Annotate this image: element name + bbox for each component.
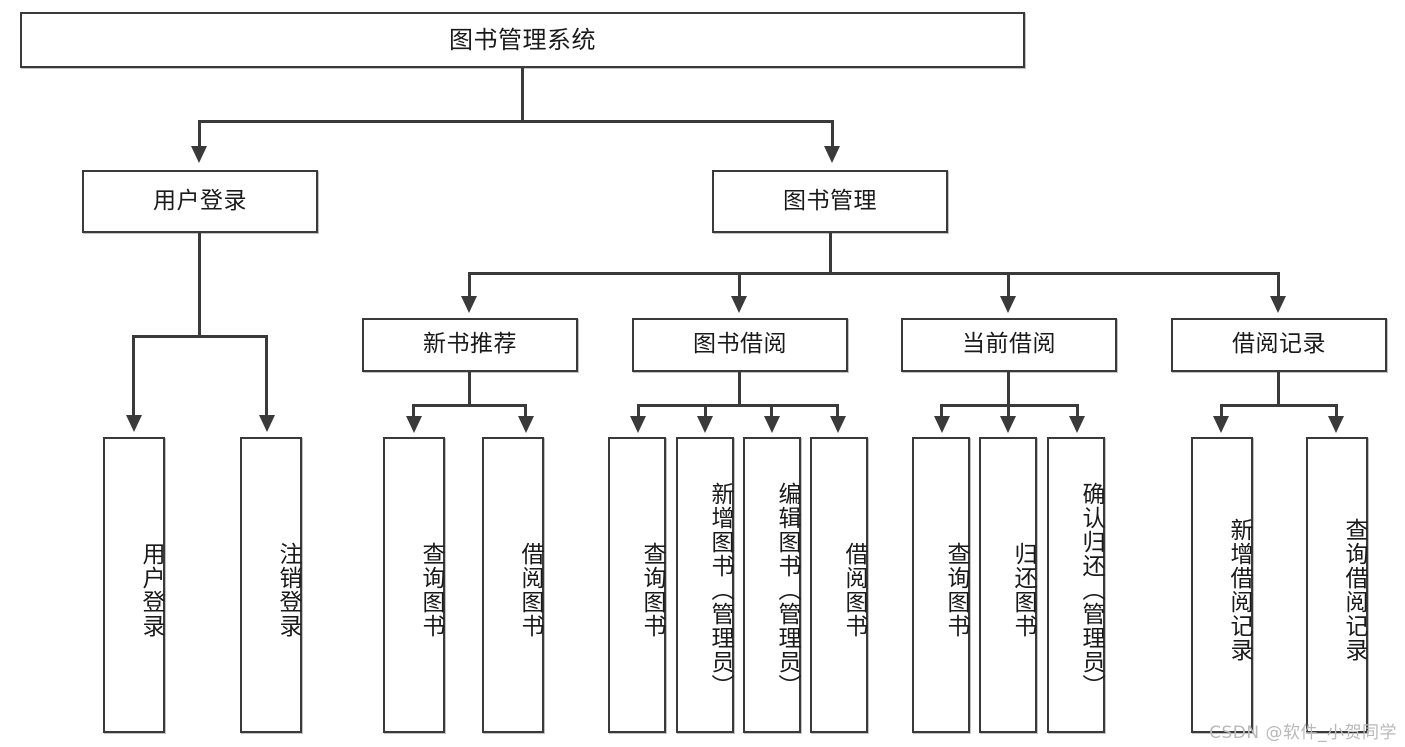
arrow-to-book-manage — [824, 146, 840, 163]
arrow-to-leaf-cur-return — [1000, 416, 1016, 433]
edge-user-login-stem — [198, 233, 201, 337]
arrow-to-leaf-rec-borrow — [518, 416, 534, 433]
edge-user-login-bus — [132, 335, 268, 338]
node-label: 新书推荐 — [423, 331, 517, 358]
node-borrow-record[interactable]: 借阅记录 — [1171, 318, 1387, 372]
arrow-to-leaf-borrow-edit — [764, 416, 780, 433]
leaf-node-borrow-edit-book-admin[interactable]: 编辑图书（管理员） — [743, 437, 801, 733]
arrow-to-leaf-cur-query — [934, 416, 950, 433]
node-label: 归还图书 — [1010, 542, 1036, 638]
node-label: 查询借阅记录 — [1341, 518, 1367, 662]
edge-cb-stem — [1007, 372, 1010, 406]
edge-bb-leg-3 — [770, 404, 773, 418]
arrow-to-current-borrow — [1000, 296, 1016, 313]
arrow-to-leaf-rec-query-record — [1328, 416, 1344, 433]
leaf-node-current-confirm-return-admin[interactable]: 确认归还（管理员） — [1047, 437, 1105, 733]
arrow-to-borrow-record — [1270, 296, 1286, 313]
edge-book-manage-bus — [468, 272, 1280, 275]
edge-bb-stem — [738, 372, 741, 406]
arrow-to-leaf-rec-add — [1213, 416, 1229, 433]
arrow-to-leaf-rec-query — [406, 416, 422, 433]
arrow-to-leaf-cur-confirm — [1069, 416, 1085, 433]
node-label: 注销登录 — [275, 542, 301, 638]
node-label: 当前借阅 — [962, 331, 1056, 358]
node-book-management[interactable]: 图书管理 — [712, 170, 948, 233]
node-label: 新增借阅记录 — [1226, 518, 1252, 662]
edge-rec-leg-1 — [412, 404, 415, 418]
edge-br-leg-2 — [1335, 404, 1338, 418]
edge-bm-leg-1 — [468, 272, 471, 298]
node-label: 查询图书 — [418, 542, 444, 638]
node-label: 借阅图书 — [517, 542, 543, 638]
node-label: 新增图书（管理员） — [707, 482, 733, 698]
edge-br-bus — [1220, 404, 1338, 407]
edge-bm-leg-3 — [1007, 272, 1010, 298]
node-label: 用户登录 — [138, 542, 164, 638]
edge-bm-leg-2 — [738, 272, 741, 298]
node-book-borrow[interactable]: 图书借阅 — [632, 318, 848, 372]
arrow-to-leaf-borrow-add — [697, 416, 713, 433]
edge-bb-leg-1 — [637, 404, 640, 418]
leaf-node-rec-borrow-book[interactable]: 借阅图书 — [482, 437, 544, 733]
edge-rec-bus — [412, 404, 527, 407]
edge-cb-leg-1 — [940, 404, 943, 418]
node-label: 图书管理 — [783, 187, 877, 214]
node-label: 编辑图书（管理员） — [774, 482, 800, 698]
edge-book-manage-stem — [829, 233, 832, 274]
leaf-node-borrow-query-book[interactable]: 查询图书 — [608, 437, 666, 733]
edge-user-login-leg-2 — [265, 335, 268, 417]
arrow-to-leaf-user-logout — [259, 415, 275, 432]
node-label: 查询图书 — [943, 542, 969, 638]
arrow-to-leaf-borrow-query — [630, 416, 646, 433]
leaf-node-user-login[interactable]: 用户登录 — [103, 437, 165, 733]
leaf-node-query-borrow-record[interactable]: 查询借阅记录 — [1306, 437, 1368, 733]
edge-br-leg-1 — [1220, 404, 1223, 418]
edge-root-bus — [198, 120, 834, 123]
leaf-node-borrow-add-book-admin[interactable]: 新增图书（管理员） — [676, 437, 734, 733]
edge-cb-leg-3 — [1076, 404, 1079, 418]
node-label: 借阅记录 — [1232, 331, 1326, 358]
leaf-node-borrow-lend-book[interactable]: 借阅图书 — [810, 437, 868, 733]
node-new-book-recommend[interactable]: 新书推荐 — [362, 318, 578, 372]
edge-rec-stem — [468, 372, 471, 406]
node-label: 图书借阅 — [693, 331, 787, 358]
arrow-to-leaf-user-login — [126, 415, 142, 432]
edge-br-stem — [1277, 372, 1280, 406]
arrow-to-new-book-rec — [461, 296, 477, 313]
node-label: 图书管理系统 — [449, 25, 596, 54]
edge-cb-leg-2 — [1007, 404, 1010, 418]
node-label: 用户登录 — [153, 187, 247, 214]
node-user-login[interactable]: 用户登录 — [82, 170, 318, 233]
leaf-node-user-logout[interactable]: 注销登录 — [240, 437, 302, 733]
edge-root-leg-left — [198, 120, 201, 148]
leaf-node-current-return-book[interactable]: 归还图书 — [979, 437, 1037, 733]
node-label: 查询图书 — [639, 542, 665, 638]
leaf-node-current-query-book[interactable]: 查询图书 — [912, 437, 970, 733]
arrow-to-user-login — [191, 146, 207, 163]
edge-user-login-leg-1 — [132, 335, 135, 417]
edge-rec-leg-2 — [524, 404, 527, 418]
leaf-node-rec-query-book[interactable]: 查询图书 — [383, 437, 445, 733]
edge-bb-leg-2 — [704, 404, 707, 418]
arrow-to-book-borrow — [731, 296, 747, 313]
edge-bm-leg-4 — [1277, 272, 1280, 298]
node-label: 确认归还（管理员） — [1078, 482, 1104, 698]
node-label: 借阅图书 — [841, 542, 867, 638]
node-current-borrow[interactable]: 当前借阅 — [901, 318, 1117, 372]
arrow-to-leaf-borrow-lend — [830, 416, 846, 433]
edge-bb-bus — [637, 404, 838, 407]
edge-root-leg-right — [831, 120, 834, 148]
edge-root-stem — [521, 68, 524, 122]
node-root-book-management-system[interactable]: 图书管理系统 — [20, 12, 1025, 68]
leaf-node-add-borrow-record[interactable]: 新增借阅记录 — [1191, 437, 1253, 733]
edge-bb-leg-4 — [836, 404, 839, 418]
